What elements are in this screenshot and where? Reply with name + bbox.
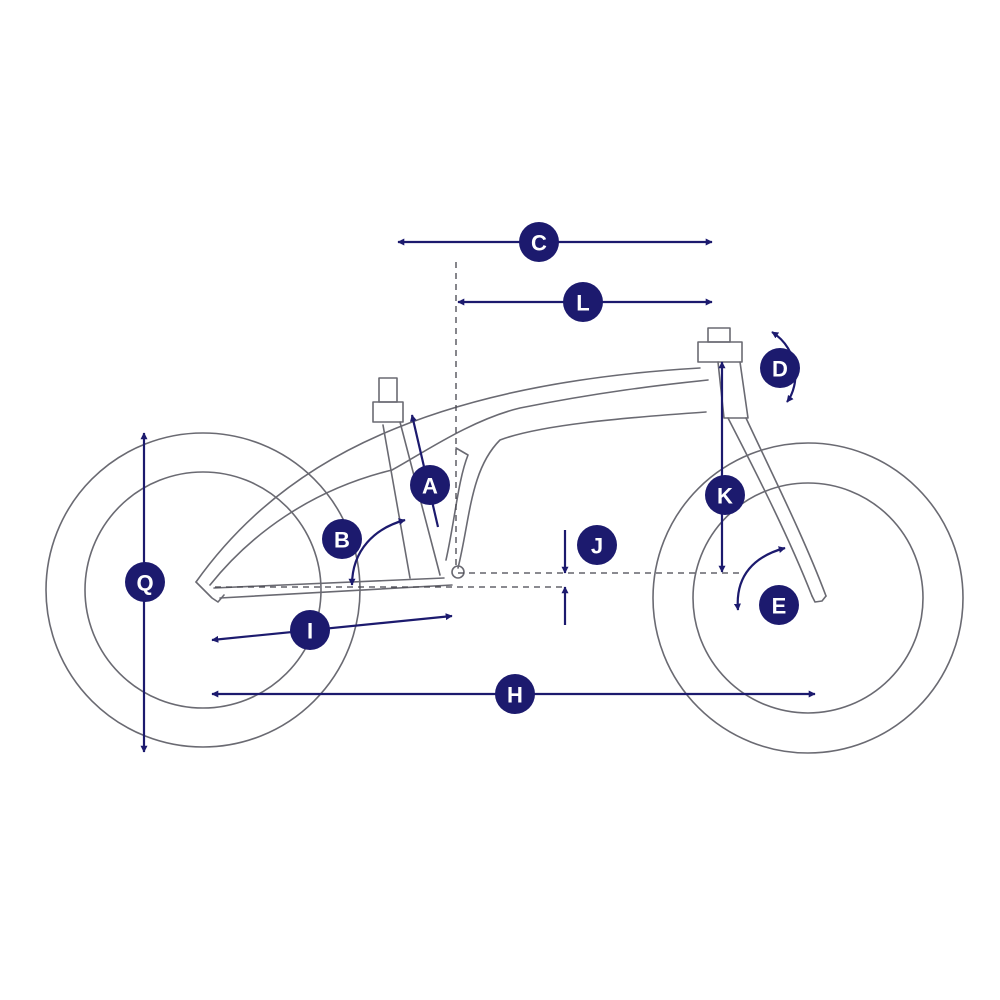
bottom-bracket — [451, 565, 465, 579]
badge-a: A — [410, 465, 450, 505]
front-tire-inner — [692, 482, 924, 714]
badge-j: J — [577, 525, 617, 565]
label-d: D — [772, 357, 788, 382]
label-e: E — [772, 594, 787, 619]
rear-dropout — [195, 581, 225, 603]
badge-q: Q — [125, 562, 165, 602]
badge-k: K — [705, 475, 745, 515]
top-tube-outer — [195, 367, 701, 583]
seat-tube-left — [382, 424, 411, 579]
label-k: K — [717, 484, 733, 509]
down-tube-outer — [457, 411, 707, 569]
dim-e-arc — [733, 546, 786, 611]
fork-left — [727, 417, 813, 597]
front-dropout — [811, 595, 827, 603]
dim-i-line — [211, 613, 453, 643]
reference-lines — [215, 262, 740, 588]
bike-frame — [195, 327, 827, 603]
badge-c: C — [519, 222, 559, 262]
top-tube-inner — [209, 379, 709, 586]
rear-tire-inner — [84, 471, 322, 709]
stem-top — [707, 327, 731, 343]
front-wheel — [652, 442, 964, 754]
seat-clamp — [372, 401, 404, 423]
badge-h: H — [495, 674, 535, 714]
stem-bottom — [697, 341, 743, 363]
seat-post — [378, 377, 398, 403]
label-b: B — [334, 528, 350, 553]
label-badges: C L D A K B J Q — [125, 222, 800, 714]
badge-e: E — [759, 585, 799, 625]
label-j: J — [591, 534, 603, 559]
label-c: C — [531, 231, 547, 256]
front-tire-outer — [652, 442, 964, 754]
badge-d: D — [760, 348, 800, 388]
label-l: L — [576, 291, 589, 316]
badge-l: L — [563, 282, 603, 322]
label-i: I — [307, 619, 313, 644]
label-a: A — [422, 474, 438, 499]
badge-i: I — [290, 610, 330, 650]
badge-b: B — [322, 519, 362, 559]
label-h: H — [507, 683, 523, 708]
fork-right — [745, 417, 827, 597]
dim-b-arc — [348, 518, 406, 586]
down-tube-inner — [445, 447, 469, 561]
label-q: Q — [136, 571, 153, 596]
